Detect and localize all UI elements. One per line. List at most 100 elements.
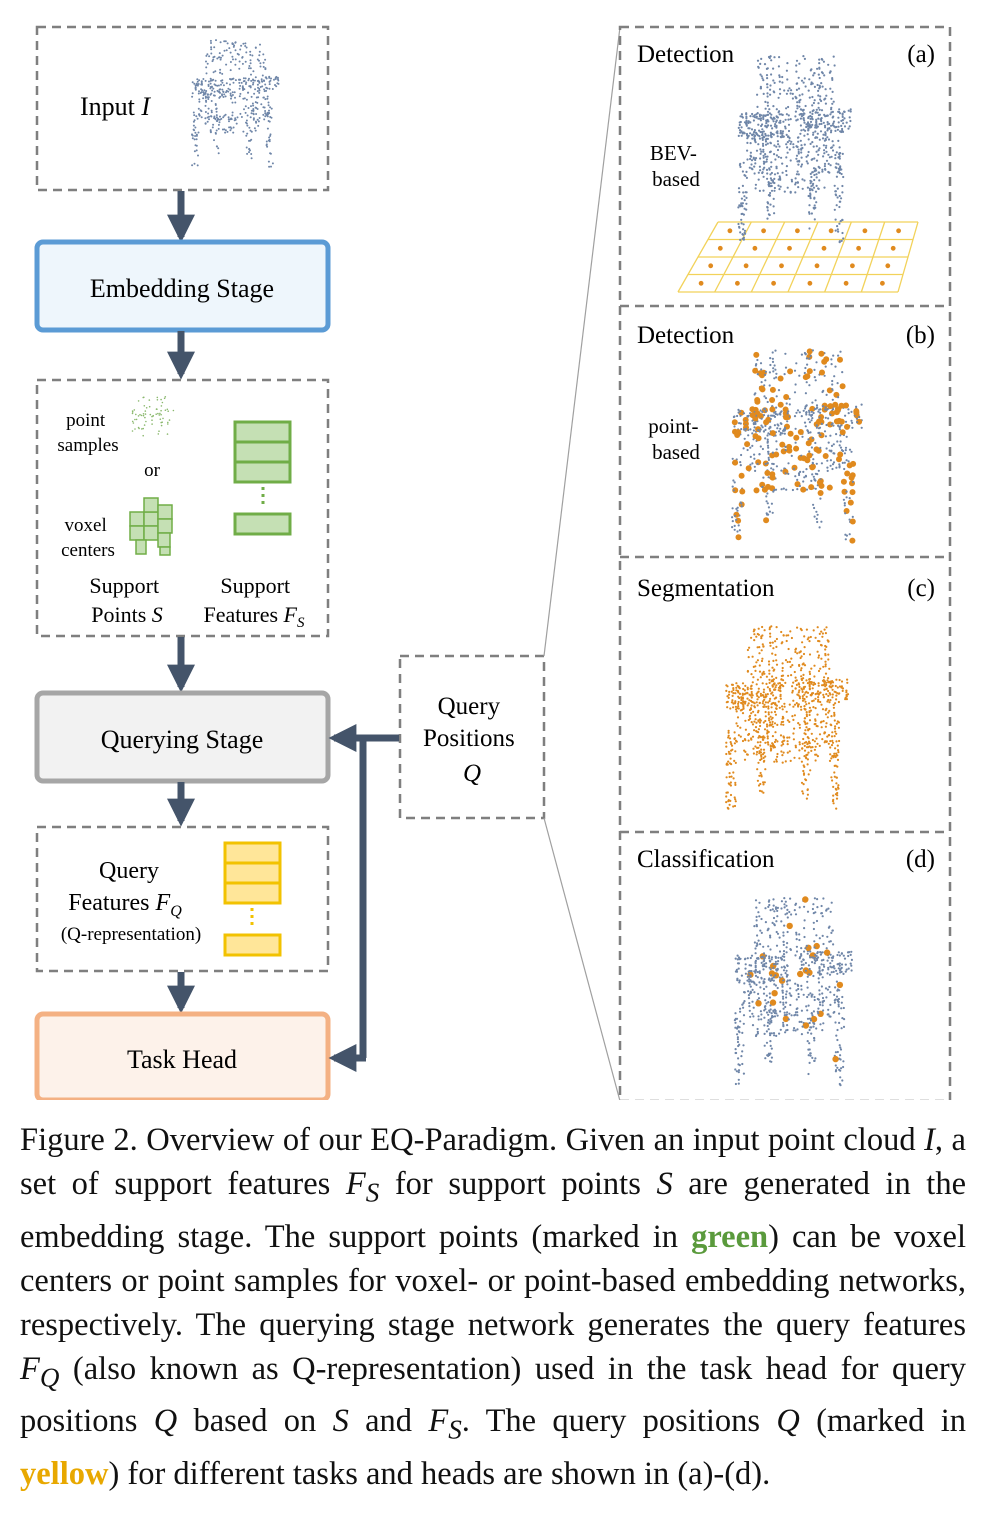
cloud-point (804, 475, 808, 478)
cloud-point (843, 117, 846, 120)
cloud-point (770, 1056, 774, 1059)
cloud-point (811, 123, 814, 126)
cloud-point (238, 95, 241, 98)
cloud-point (831, 741, 835, 744)
cloud-point (739, 414, 742, 417)
cloud-point (779, 687, 782, 690)
cloud-point (755, 683, 758, 686)
cloud-point (841, 115, 844, 118)
query-positions-box (398, 654, 546, 820)
cloud-point (212, 123, 215, 126)
cloud-point (830, 358, 833, 361)
cloud-point (784, 118, 787, 121)
cloud-point (813, 946, 816, 949)
cloud-point (265, 143, 268, 146)
cloud-point (789, 987, 792, 990)
cloud-point (757, 911, 760, 914)
cloud-point (824, 648, 827, 651)
cloud-point (734, 781, 737, 785)
cloud-point (769, 968, 772, 971)
cloud-point (751, 462, 754, 465)
cloud-point (849, 480, 855, 487)
cloud-point (741, 1062, 744, 1066)
cloud-point (809, 992, 812, 995)
cloud-point (834, 129, 837, 132)
cloud-point (743, 437, 746, 440)
cloud-point (833, 967, 836, 970)
cloud-point (203, 89, 206, 92)
cloud-point (782, 931, 785, 934)
cloud-point (229, 51, 232, 54)
cloud-point (270, 165, 272, 168)
cloud-point (803, 927, 806, 930)
cloud-point (837, 396, 840, 399)
cloud-point (774, 640, 777, 643)
cloud-point (738, 981, 741, 984)
cloud-point (832, 703, 835, 707)
cloud-point (811, 738, 815, 742)
cloud-point (826, 959, 829, 962)
cloud-point (800, 148, 803, 151)
cloud-point (235, 122, 238, 125)
cloud-point (809, 193, 812, 196)
cloud-point (827, 966, 830, 969)
cloud-point (838, 989, 841, 992)
cloud-point (759, 741, 762, 744)
cloud-point (756, 659, 760, 662)
cloud-point (784, 913, 787, 916)
cloud-point (826, 988, 830, 991)
cloud-point (798, 695, 801, 698)
cloud-point (741, 1050, 744, 1053)
cloud-point (259, 62, 262, 65)
cloud-point (811, 95, 814, 99)
cloud-point (195, 149, 198, 152)
cloud-point (785, 92, 789, 95)
cloud-point (801, 688, 804, 691)
cloud-point (734, 957, 737, 960)
cloud-point (756, 373, 759, 376)
cloud-point (209, 129, 212, 132)
cloud-point (742, 1072, 746, 1075)
cloud-point (794, 475, 797, 478)
cloud-point (803, 749, 807, 752)
cloud-point (765, 682, 768, 686)
cloud-point (778, 188, 781, 191)
cloud-point (761, 625, 764, 629)
cloud-point (192, 124, 195, 127)
cloud-point (250, 157, 253, 160)
cloud-point (772, 205, 775, 208)
cloud-point (206, 62, 209, 65)
cloud-point (804, 733, 807, 736)
cloud-point (826, 127, 830, 130)
cloud-point (820, 644, 823, 647)
cloud-point (784, 445, 787, 448)
cloud-point (161, 421, 163, 424)
cloud-point (850, 450, 853, 453)
cloud-point (221, 79, 224, 82)
cloud-point (832, 443, 835, 446)
cloud-point (856, 418, 863, 425)
cloud-point (816, 67, 819, 70)
cloud-point (763, 728, 767, 731)
cloud-point (762, 148, 765, 151)
cloud-point (767, 1052, 771, 1055)
cloud-point (728, 772, 731, 775)
cloud-point (733, 528, 736, 531)
cloud-point (736, 1040, 740, 1044)
cloud-point (751, 1024, 755, 1027)
cloud-point (758, 915, 761, 918)
cloud-point (768, 903, 771, 907)
cloud-point (800, 963, 803, 967)
cloud-point (764, 155, 767, 158)
cloud-point (851, 426, 854, 429)
cloud-point (263, 90, 266, 93)
cloud-point (736, 958, 739, 961)
cloud-point (770, 978, 773, 981)
cloud-point (238, 81, 241, 84)
cloud-point (759, 1010, 763, 1013)
yellow-keyword: yellow (20, 1455, 109, 1492)
cloud-point (785, 993, 788, 996)
cloud-point (808, 640, 811, 643)
cloud-point (817, 1010, 824, 1017)
cloud-point (843, 957, 847, 960)
